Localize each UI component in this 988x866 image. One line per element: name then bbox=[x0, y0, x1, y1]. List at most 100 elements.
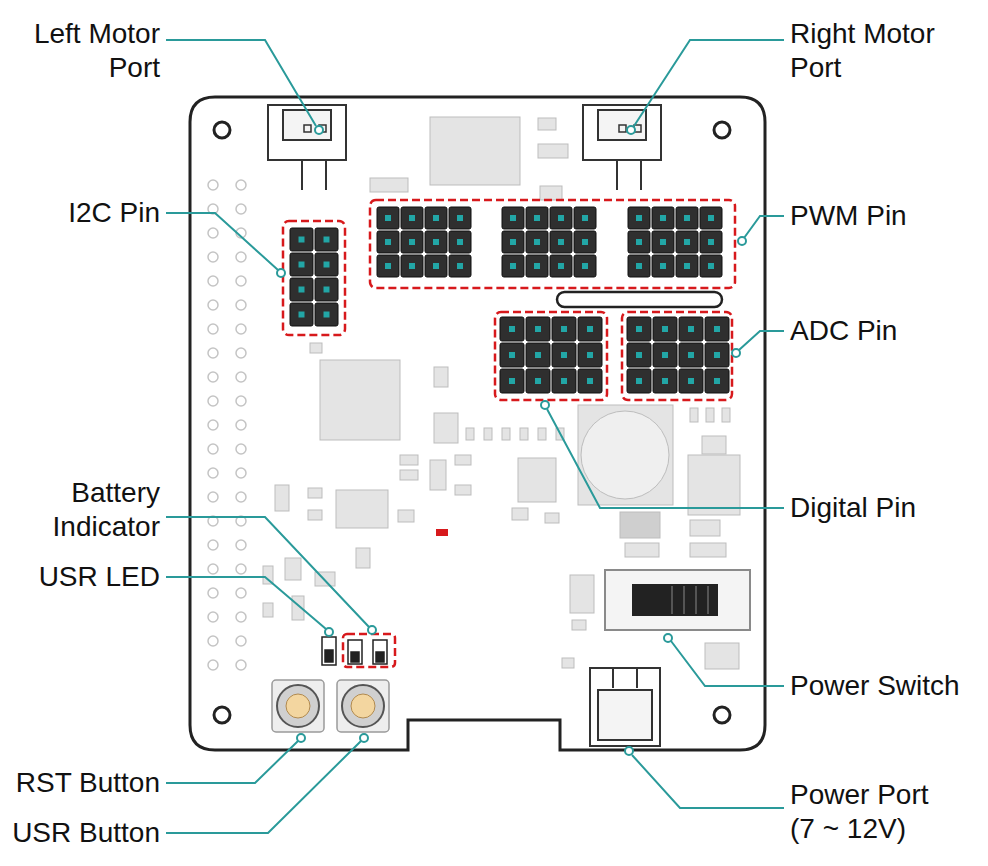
header-pin bbox=[700, 255, 722, 277]
push-buttons bbox=[272, 680, 389, 732]
pin-contact bbox=[409, 239, 415, 245]
pin-contact bbox=[587, 378, 593, 384]
header-pin bbox=[653, 343, 677, 367]
header-pin bbox=[401, 255, 423, 277]
header-pin bbox=[315, 303, 338, 326]
header-pin bbox=[652, 255, 674, 277]
header-pin bbox=[653, 317, 677, 341]
pin-contact bbox=[714, 326, 720, 332]
header-pin bbox=[526, 369, 550, 393]
motor-connectors bbox=[268, 105, 661, 190]
pin-contact bbox=[636, 352, 642, 358]
header-hole bbox=[236, 660, 246, 670]
header-hole bbox=[208, 228, 218, 238]
header-pin bbox=[578, 343, 602, 367]
header-pin bbox=[526, 317, 550, 341]
pin-contact bbox=[324, 312, 330, 318]
pin-contact bbox=[636, 215, 642, 221]
pin-contact bbox=[510, 239, 516, 245]
pin-contact bbox=[409, 263, 415, 269]
pin-contact bbox=[534, 239, 540, 245]
header-hole bbox=[208, 420, 218, 430]
header-hole bbox=[208, 396, 218, 406]
header-pin bbox=[500, 343, 524, 367]
header-hole bbox=[208, 444, 218, 454]
header-pin bbox=[627, 317, 651, 341]
header-pin bbox=[377, 207, 399, 229]
header-hole bbox=[208, 660, 218, 670]
header-pin bbox=[652, 207, 674, 229]
header-pin bbox=[700, 231, 722, 253]
header-pin bbox=[705, 369, 729, 393]
power-switch bbox=[605, 570, 750, 630]
header-hole bbox=[208, 252, 218, 262]
header-pin bbox=[574, 255, 596, 277]
pin-contact bbox=[385, 239, 391, 245]
header-pin bbox=[526, 231, 548, 253]
pin-contact bbox=[534, 263, 540, 269]
pin-contact bbox=[636, 326, 642, 332]
header-pin bbox=[401, 207, 423, 229]
pin-contact bbox=[660, 215, 666, 221]
header-hole bbox=[236, 420, 246, 430]
pin-contact bbox=[509, 326, 515, 332]
header-hole bbox=[208, 372, 218, 382]
background-parts bbox=[263, 117, 740, 669]
pin-contact bbox=[688, 378, 694, 384]
pin-contact bbox=[714, 352, 720, 358]
header-hole bbox=[236, 252, 246, 262]
header-pin bbox=[502, 207, 524, 229]
pin-contact bbox=[510, 263, 516, 269]
pin-contact bbox=[684, 263, 690, 269]
pin-contact bbox=[558, 239, 564, 245]
header-hole bbox=[236, 468, 246, 478]
pin-contact bbox=[558, 215, 564, 221]
pin-contact bbox=[708, 239, 714, 245]
header-pin bbox=[574, 231, 596, 253]
header-hole bbox=[236, 180, 246, 190]
pin-contact bbox=[534, 215, 540, 221]
callout-label: USR Button bbox=[12, 816, 160, 850]
header-pin bbox=[449, 231, 471, 253]
header-hole bbox=[236, 276, 246, 286]
header-pin bbox=[679, 343, 703, 367]
header-pin bbox=[550, 207, 572, 229]
header-pin bbox=[628, 231, 650, 253]
header-pin bbox=[705, 343, 729, 367]
pin-contact bbox=[636, 239, 642, 245]
pin-contact bbox=[708, 263, 714, 269]
pin-contact bbox=[385, 263, 391, 269]
header-pin bbox=[552, 317, 576, 341]
header-pin bbox=[526, 207, 548, 229]
header-pin bbox=[574, 207, 596, 229]
header-pin bbox=[500, 369, 524, 393]
header-hole bbox=[236, 540, 246, 550]
callout-label: Power Port (7 ~ 12V) bbox=[790, 778, 948, 846]
header-hole bbox=[208, 276, 218, 286]
header-pin bbox=[526, 255, 548, 277]
pin-contact bbox=[299, 287, 305, 293]
header-hole bbox=[236, 444, 246, 454]
leader-lines bbox=[166, 40, 784, 833]
pin-contact bbox=[561, 378, 567, 384]
header-pin bbox=[290, 278, 313, 301]
header-pin bbox=[627, 369, 651, 393]
header-hole bbox=[236, 204, 246, 214]
header-pin bbox=[679, 317, 703, 341]
header-hole bbox=[236, 636, 246, 646]
header-pin bbox=[653, 369, 677, 393]
header-hole bbox=[236, 588, 246, 598]
pin-contact bbox=[409, 215, 415, 221]
pin-contact bbox=[299, 312, 305, 318]
header-pin bbox=[425, 207, 447, 229]
pin-contact bbox=[457, 215, 463, 221]
header-hole bbox=[236, 300, 246, 310]
pin-contact bbox=[324, 237, 330, 243]
pin-contact bbox=[708, 215, 714, 221]
pin-contact bbox=[582, 215, 588, 221]
header-hole bbox=[208, 636, 218, 646]
pin-contact bbox=[509, 352, 515, 358]
header-hole bbox=[236, 612, 246, 622]
pin-contact bbox=[660, 239, 666, 245]
